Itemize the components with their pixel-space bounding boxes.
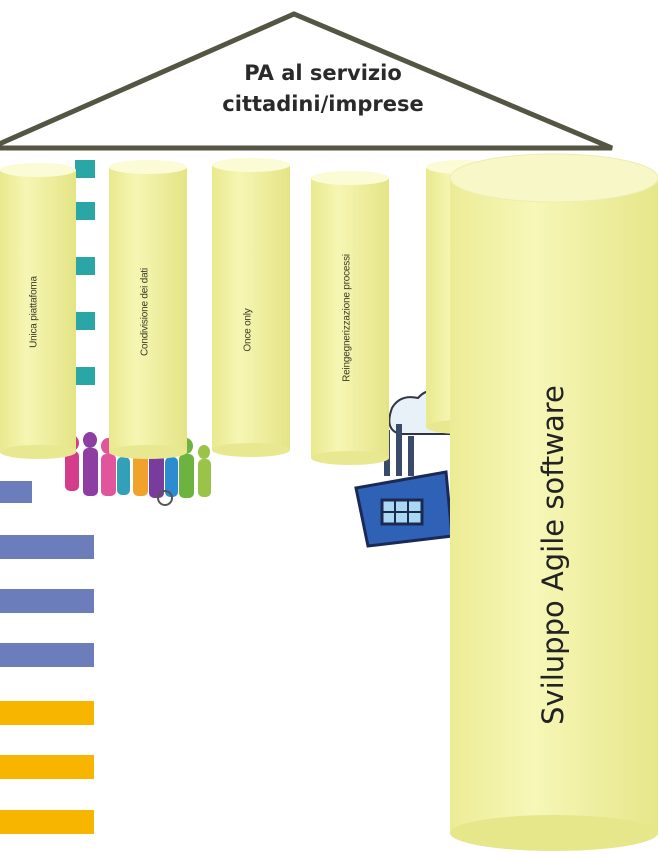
blue-bar	[0, 481, 32, 503]
blue-bar	[0, 535, 94, 559]
blue-bar	[0, 589, 94, 613]
pillar-label-1: Unica piattafoma	[28, 276, 40, 348]
yellow-bar	[0, 701, 94, 725]
roof	[0, 11, 613, 151]
pillar-4	[311, 171, 389, 465]
teal-bar	[75, 257, 95, 275]
teal-bar	[75, 312, 95, 330]
pillar-label-2: Condivisione dei dati	[139, 267, 151, 357]
big-pillar-label: Sviluppo Agile software	[536, 385, 570, 725]
yellow-bar	[0, 755, 94, 779]
pillar-3	[212, 158, 290, 457]
pillar-1	[0, 163, 76, 459]
blue-bar	[0, 643, 94, 667]
teal-bar	[75, 160, 95, 178]
yellow-bar	[0, 810, 94, 834]
big-pillar	[449, 153, 658, 851]
roof-title: PA al servizio cittadini/imprese	[188, 58, 458, 120]
teal-bar	[75, 202, 95, 220]
left-bars	[0, 160, 95, 834]
pillar-label-4: Reingegnerizzazione processi	[341, 254, 353, 382]
roof-title-line1: PA al servizio	[244, 61, 402, 85]
pillar-label-3: Once only	[242, 308, 254, 352]
pillar-2	[109, 160, 187, 459]
teal-bar	[75, 367, 95, 385]
roof-title-line2: cittadini/imprese	[222, 92, 424, 116]
